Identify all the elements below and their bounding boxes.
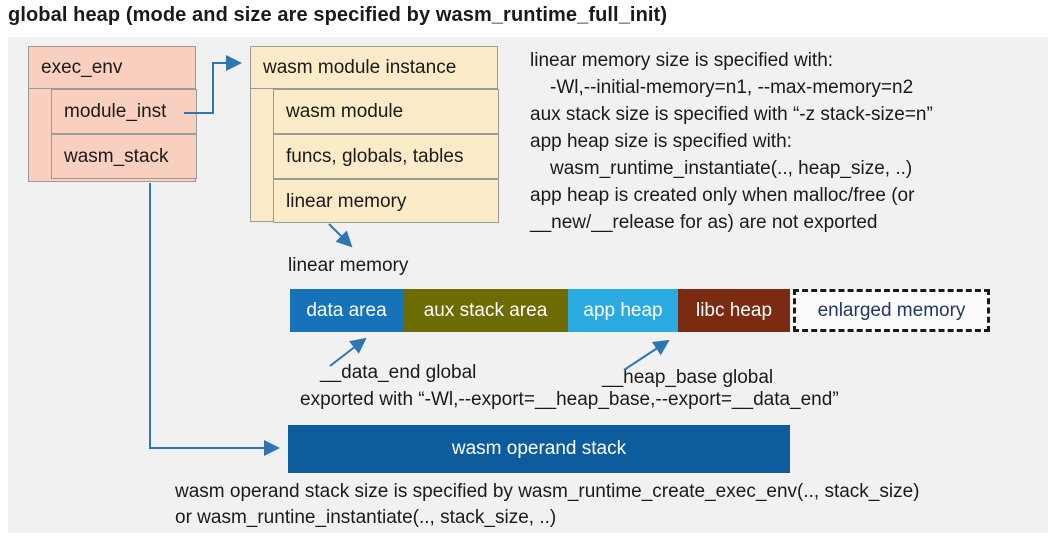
module-instance-row-linear-memory: linear memory <box>273 179 499 223</box>
note-line: linear memory size is specified with: <box>530 50 834 71</box>
exec-env-row-wasm-stack: wasm_stack <box>51 134 197 179</box>
note-line: app heap is created only when malloc/fre… <box>530 185 915 206</box>
note-line: wasm operand stack size is specified by … <box>175 481 920 502</box>
linear-memory-bar: data area aux stack area app heap libc h… <box>290 289 790 332</box>
note-line: -Wl,--initial-memory=n1, --max-memory=n2 <box>550 77 914 98</box>
notes-right: linear memory size is specified with: -W… <box>530 47 1046 236</box>
linear-memory-label: linear memory <box>288 255 409 276</box>
module-instance-title: wasm module instance <box>251 47 497 89</box>
note-line: __new/__release for as) are not exported <box>530 212 878 233</box>
diagram-panel: exec_env module_inst wasm_stack wasm mod… <box>8 37 1048 533</box>
wasm-operand-stack-bar: wasm operand stack <box>288 425 790 473</box>
segment-libc-heap: libc heap <box>678 289 790 332</box>
segment-enlarged-memory: enlarged memory <box>793 289 990 332</box>
segment-data-area: data area <box>290 289 403 332</box>
module-instance-row-wasm-module: wasm module <box>273 89 499 134</box>
note-line: app heap size is specified with: <box>530 131 792 152</box>
note-line: aux stack size is specified with “-z sta… <box>530 104 933 125</box>
note-line: wasm_runtime_instantiate(.., heap_size, … <box>550 158 913 179</box>
module-instance-row-funcs-globals-tables: funcs, globals, tables <box>273 134 499 179</box>
segment-app-heap: app heap <box>568 289 678 332</box>
segment-aux-stack-area: aux stack area <box>403 289 568 332</box>
data-end-global-label: __data_end global <box>320 362 477 383</box>
note-line: or wasm_runtine_instantiate(.., stack_si… <box>175 507 557 528</box>
exec-env-title: exec_env <box>29 47 195 89</box>
page-title: global heap (mode and size are specified… <box>8 4 668 26</box>
exec-env-box: exec_env module_inst wasm_stack <box>28 46 197 182</box>
exec-env-row-module-inst: module_inst <box>51 89 197 134</box>
export-flags-label: exported with “-Wl,--export=__heap_base,… <box>300 389 839 410</box>
module-instance-box: wasm module instance wasm module funcs, … <box>250 46 499 223</box>
heap-base-global-label: __heap_base global <box>602 367 774 388</box>
notes-bottom: wasm operand stack size is specified by … <box>175 479 920 531</box>
